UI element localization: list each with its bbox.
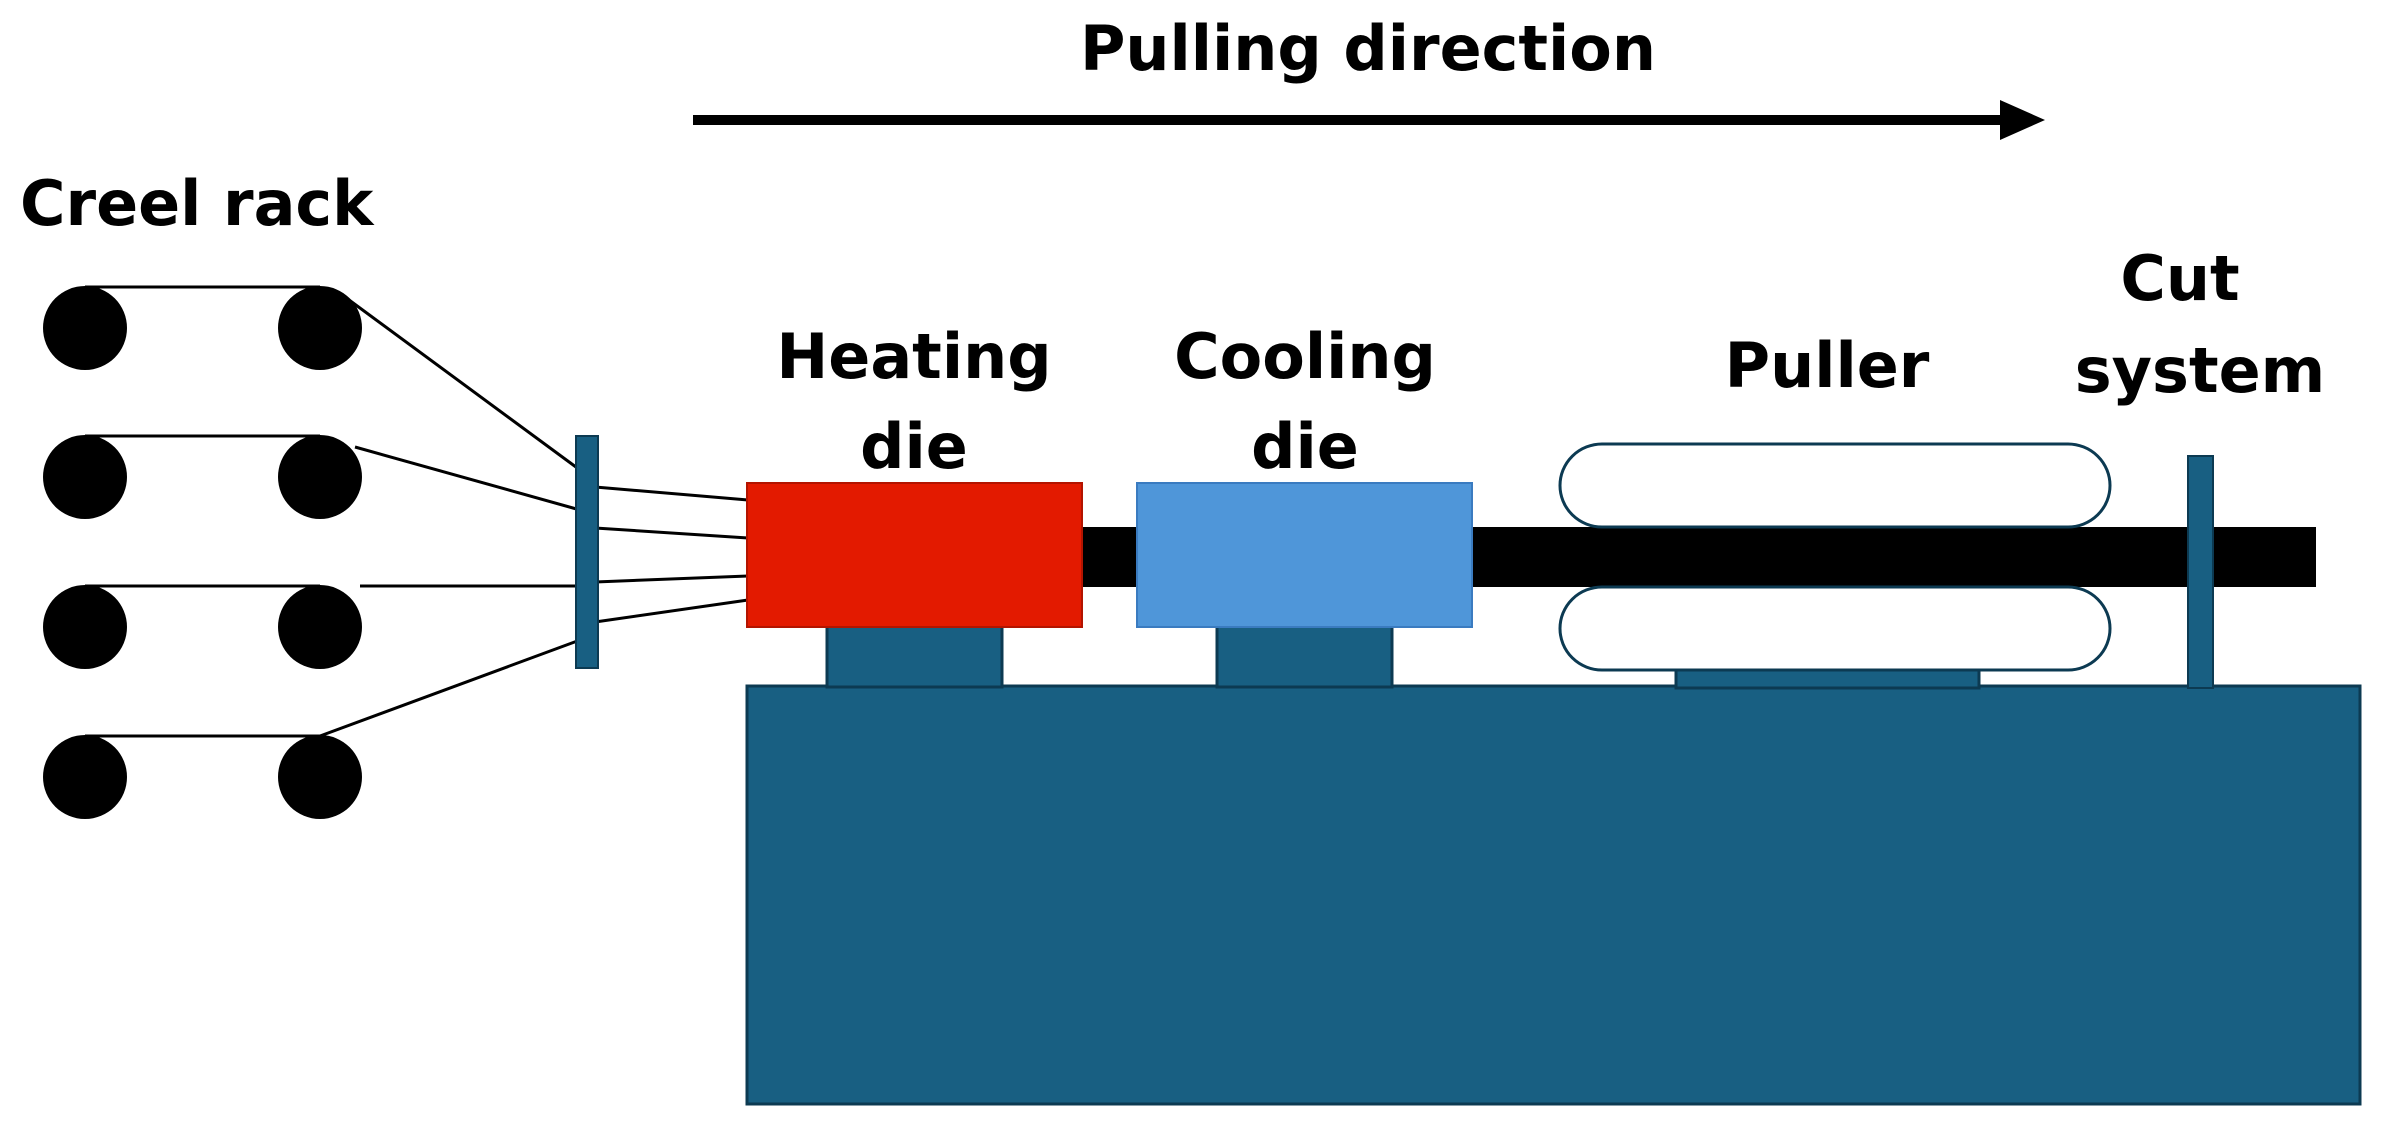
spool-icon [43,286,127,370]
puller-pad-bottom [1558,585,2112,672]
spool-icon [278,585,362,669]
spool-icon [278,286,362,370]
guide-plate [575,435,599,669]
creel-rack-label: Creel rack [20,167,375,240]
spool-icon [278,735,362,819]
pulling-direction-label: Pulling direction [1080,12,1656,85]
cut-system-label-line1: Cut [2120,242,2239,315]
puller-pad-top [1558,442,2112,529]
cut-system-blade [2187,455,2214,689]
creel-spools [43,286,362,819]
fiber-lines [85,285,749,738]
heating-die-label-line1: Heating [776,320,1051,393]
heating-die [746,482,1083,628]
cooling-die-support [1215,623,1394,689]
cut-system-label-line2: system [2075,334,2326,407]
spool-icon [278,435,362,519]
spool-icon [43,585,127,669]
heating-die-support [825,623,1004,689]
cooling-die [1136,482,1473,628]
cooling-die-label-line2: die [1251,410,1359,483]
pulling-direction-arrow [693,100,2045,140]
heating-die-label-line2: die [860,410,968,483]
puller-label: Puller [1725,329,1930,402]
cooling-die-label-line1: Cooling [1174,320,1436,393]
machine-base [745,684,2362,1106]
spool-icon [43,735,127,819]
spool-icon [43,435,127,519]
